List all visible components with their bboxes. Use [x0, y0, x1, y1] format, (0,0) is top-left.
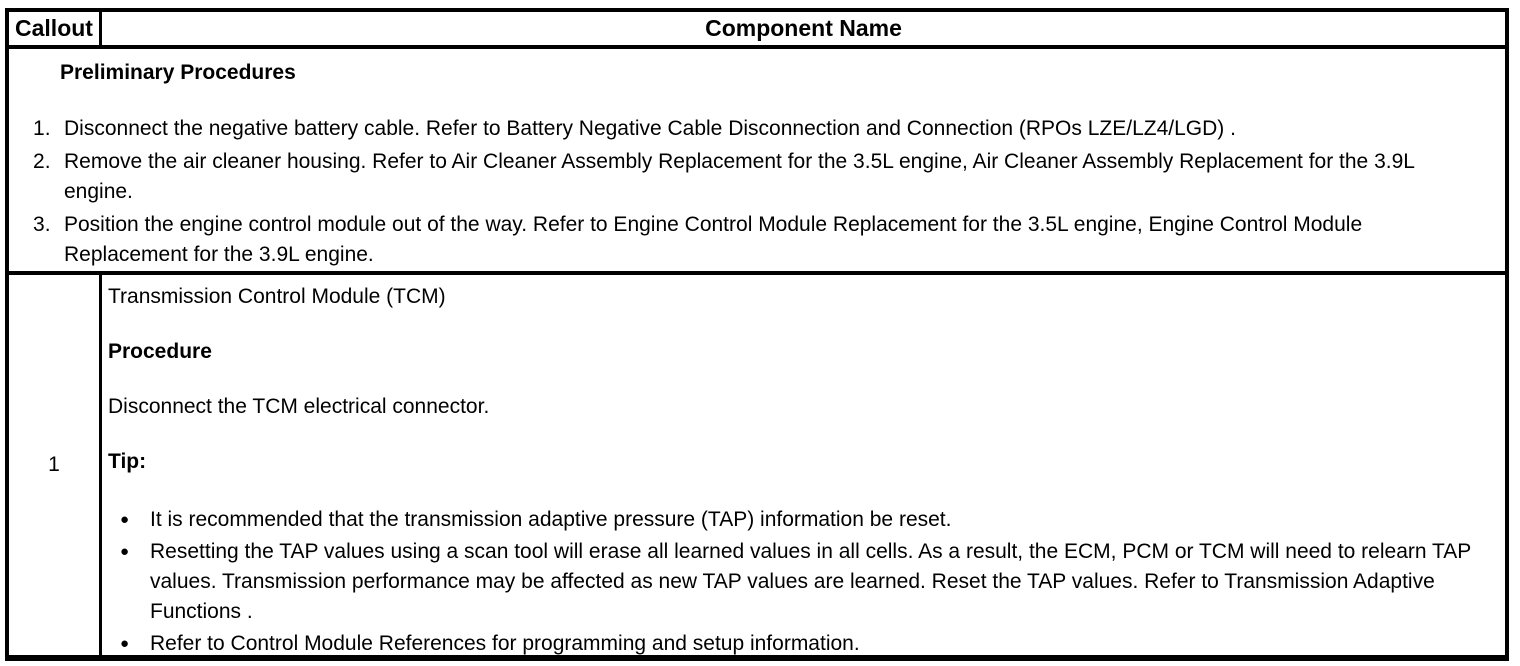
table-header-row: Callout Component Name [9, 12, 1505, 49]
callout-column-header: Callout [9, 12, 102, 45]
callout-header-label: Callout [15, 15, 93, 41]
callout-number: 1 [48, 453, 60, 476]
preliminary-step-3: Position the engine control module out o… [33, 210, 1363, 266]
component-name-header-label: Component Name [705, 15, 902, 41]
preliminary-procedures-title: Preliminary Procedures [60, 61, 296, 84]
tip-item-3: Refer to Control Module References for p… [120, 629, 1497, 655]
preliminary-step-1: Disconnect the negative battery cable. R… [33, 114, 1236, 144]
tip-list: It is recommended that the transmission … [108, 505, 1497, 655]
procedure-heading: Procedure [108, 340, 212, 363]
component-callout-table: Callout Component Name Preliminary Proce… [5, 8, 1509, 661]
procedure-text: Disconnect the TCM electrical connector. [108, 395, 490, 418]
preliminary-step-2: Remove the air cleaner housing. Refer to… [33, 147, 1415, 203]
preliminary-procedures-row: Preliminary Procedures Disconnect the ne… [9, 49, 1505, 275]
callout-cell: 1 [9, 275, 102, 655]
preliminary-steps-list: Disconnect the negative battery cable. R… [9, 114, 1477, 270]
tip-heading: Tip: [108, 450, 147, 473]
table-row: 1 Transmission Control Module (TCM) Proc… [9, 275, 1505, 655]
tip-item-1: It is recommended that the transmission … [120, 505, 1497, 535]
tip-item-2: Resetting the TAP values using a scan to… [120, 537, 1497, 627]
component-name-cell: Transmission Control Module (TCM) Proced… [102, 275, 1505, 655]
component-name-text: Transmission Control Module (TCM) [108, 285, 446, 308]
component-name-column-header: Component Name [102, 12, 1505, 45]
